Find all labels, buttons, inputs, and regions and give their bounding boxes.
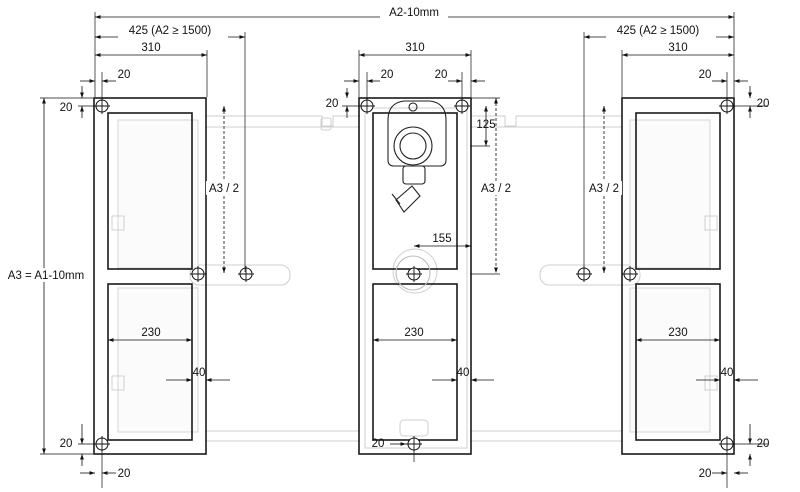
left-40-label: 40 — [193, 367, 206, 379]
left-side-20-top-label: 20 — [60, 102, 73, 114]
right-top-20-label: 20 — [699, 69, 712, 81]
right-frame-width-label: 310 — [668, 42, 687, 54]
mounting-hole — [190, 266, 206, 282]
center-side-20-label: 20 — [326, 98, 339, 110]
left-offset-label: 425 (A2 ≥ 1500) — [129, 25, 212, 37]
right-half-height-label: A3 / 2 — [589, 183, 619, 195]
right-side-20-top-label: 20 — [757, 98, 770, 110]
center-230-label: 230 — [404, 327, 423, 339]
background-ghost-outline — [111, 107, 718, 449]
left-side-20-bottom-label: 20 — [60, 438, 73, 450]
center-155-label: 155 — [432, 233, 451, 245]
left-frame-unit — [93, 97, 207, 455]
right-side-20-bottom-label: 20 — [757, 438, 770, 450]
dimension-labels: A2-10mm 425 (A2 ≥ 1500) 425 (A2 ≥ 1500) … — [2, 5, 769, 480]
mounting-hole — [719, 98, 735, 114]
center-half-height-label: A3 / 2 — [481, 183, 511, 195]
drain-fitting-icon — [387, 100, 447, 291]
center-frame-width-label: 310 — [405, 42, 424, 54]
right-bottom-20-label: 20 — [699, 468, 712, 480]
mounting-hole — [359, 98, 375, 114]
overall-height-label: A3 = A1-10mm — [8, 270, 84, 282]
mounting-hole — [238, 266, 254, 282]
mounting-hole — [719, 436, 735, 452]
right-offset-label: 425 (A2 ≥ 1500) — [617, 25, 700, 37]
center-top-20-right-label: 20 — [435, 69, 448, 81]
mounting-hole — [406, 266, 422, 282]
center-bottom-20-label: 20 — [372, 438, 385, 450]
mounting-hole — [406, 436, 422, 452]
mounting-hole — [454, 98, 470, 114]
center-top-20-left-label: 20 — [381, 69, 394, 81]
mounting-hole — [622, 266, 638, 282]
right-frame-unit — [621, 97, 735, 455]
extension-lines — [40, 12, 768, 488]
left-top-20-label: 20 — [118, 69, 131, 81]
mounting-holes — [94, 98, 735, 452]
overall-width-label: A2-10mm — [389, 7, 439, 19]
right-40-label: 40 — [721, 367, 734, 379]
mounting-hole — [94, 436, 110, 452]
center-40-label: 40 — [457, 367, 470, 379]
center-125-label: 125 — [476, 119, 495, 131]
left-230-label: 230 — [141, 327, 160, 339]
right-230-label: 230 — [668, 327, 687, 339]
mounting-hole — [94, 98, 110, 114]
left-frame-width-label: 310 — [141, 42, 160, 54]
left-half-height-label: A3 / 2 — [209, 183, 239, 195]
left-bottom-20-label: 20 — [118, 468, 131, 480]
